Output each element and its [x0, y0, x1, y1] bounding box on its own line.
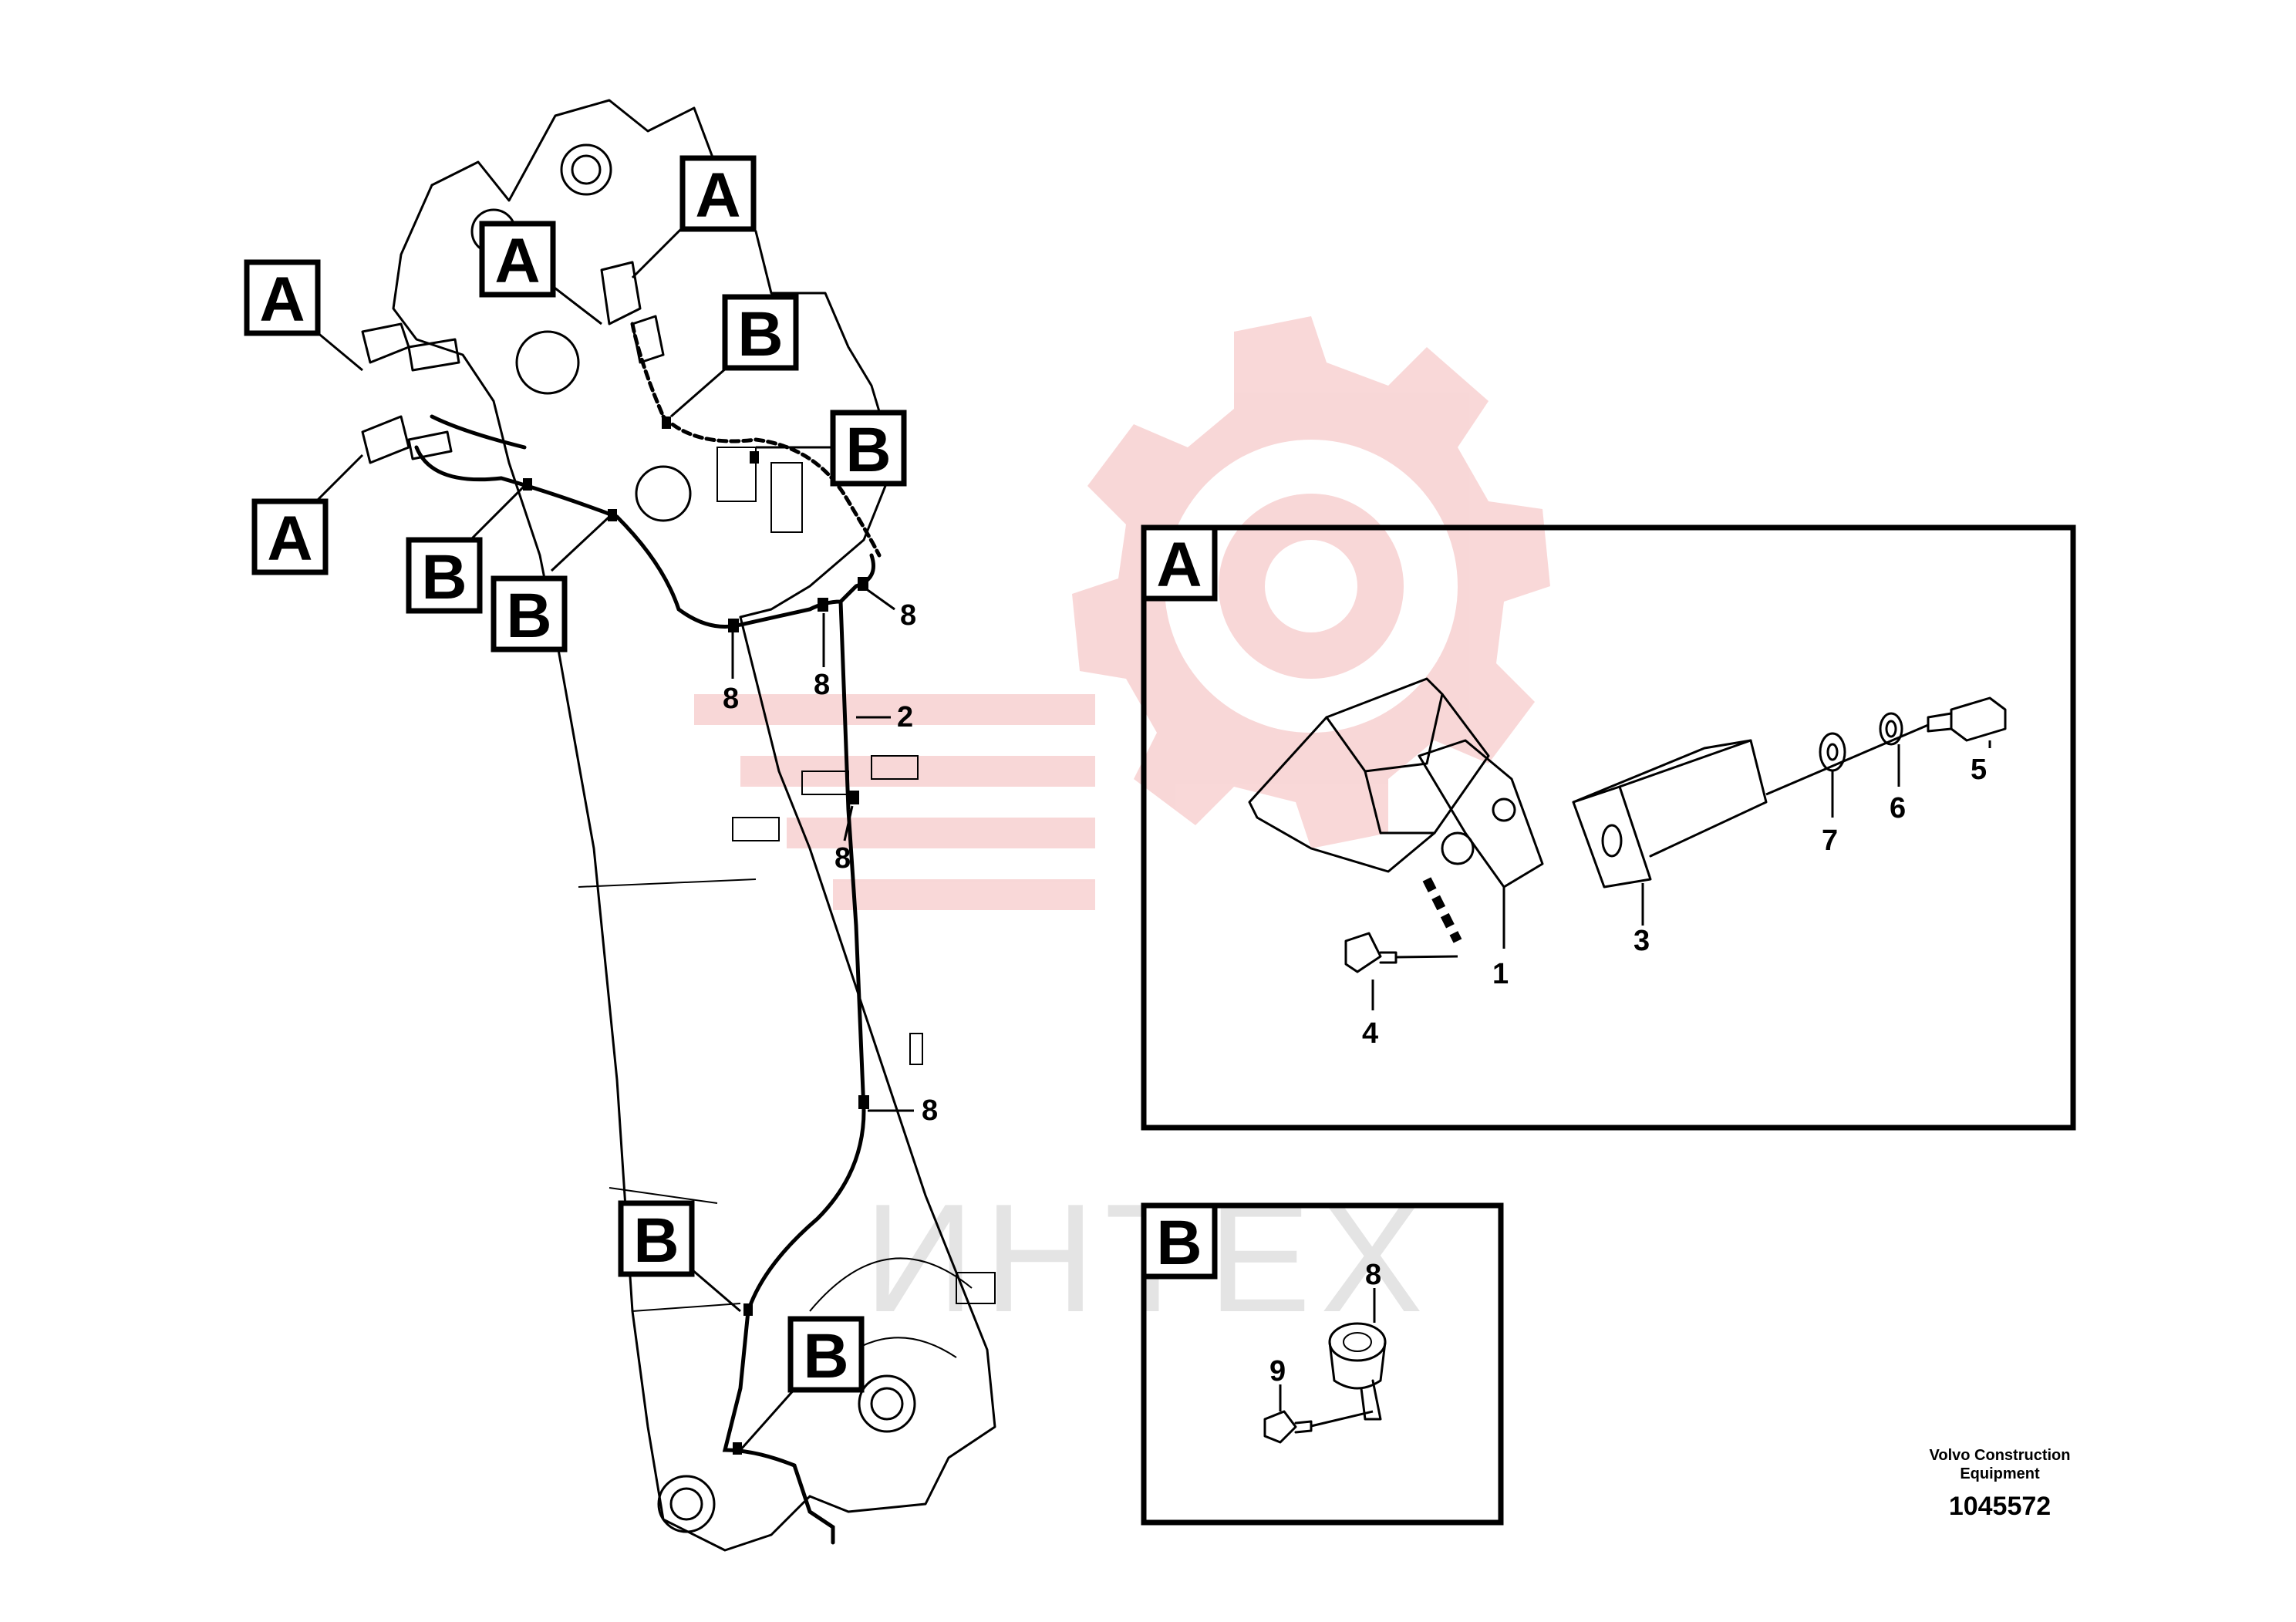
detail-a-label: A: [1156, 530, 1202, 600]
company-name-line1: Volvo Construction: [1930, 1447, 2071, 1464]
callout-a-1: A: [244, 259, 321, 336]
cable-harness: [414, 322, 882, 1545]
detail-b-label-box: B: [1141, 1202, 1218, 1280]
callout-b-4-label: B: [506, 581, 551, 651]
callout-b-1: B: [722, 294, 799, 371]
company-name-line2: Equipment: [1960, 1465, 2040, 1482]
item-number-8-b: 8: [814, 669, 830, 701]
item-number-8-e: 8: [922, 1094, 938, 1127]
detail-a-label-box: A: [1141, 524, 1218, 602]
detail-a-part-3: 3: [1633, 925, 1650, 957]
detail-a-bolt-5: [1927, 696, 2007, 742]
harness-clamps: [523, 416, 869, 1455]
footer-block: Volvo Construction Equipment 1045572: [1930, 1447, 2071, 1521]
detail-a-part-5: 5: [1971, 754, 1987, 786]
drawing-number: 1045572: [1949, 1492, 2051, 1521]
detail-b-clamp-8: [1328, 1322, 1387, 1421]
callout-a-2: A: [251, 498, 329, 575]
callout-a-3: A: [479, 221, 556, 298]
callout-b-6-label: B: [803, 1321, 848, 1391]
item-number-2: 2: [897, 701, 913, 733]
callout-a-3-label: A: [494, 226, 540, 296]
detail-a-panel: A: [1141, 524, 2076, 1131]
boom-outline: [392, 99, 996, 1552]
detail-a-washer-7: [1819, 732, 1846, 772]
detail-b-part-9: 9: [1269, 1355, 1286, 1388]
callout-b-1-label: B: [737, 299, 783, 369]
callout-a-1-label: A: [259, 265, 305, 335]
detail-b-bolt-9: [1263, 1410, 1374, 1444]
detail-a-part-6: 6: [1890, 792, 1906, 824]
detail-a-part-4: 4: [1362, 1017, 1378, 1050]
item-number-8-c: 8: [900, 599, 916, 632]
detail-a-bolt-4: [1344, 932, 1458, 973]
callout-a-4: A: [679, 155, 757, 232]
callout-b-3: B: [406, 537, 483, 614]
callout-b-6: B: [787, 1316, 865, 1393]
detail-a-bracket: [1572, 739, 1768, 889]
callout-b-5: B: [618, 1200, 695, 1277]
callout-a-2-label: A: [267, 504, 312, 574]
detail-a-lockwasher-6: [1879, 712, 1903, 746]
detail-a-part-7: 7: [1822, 824, 1838, 857]
item-number-8-a: 8: [723, 683, 739, 715]
detail-a-part-1: 1: [1492, 958, 1509, 990]
callout-b-3-label: B: [421, 542, 467, 612]
detail-a-sensor-housing: [1248, 677, 1544, 943]
callout-b-2: B: [830, 410, 907, 487]
sensor-assembly-upper: [361, 261, 665, 464]
callout-b-4: B: [491, 575, 568, 653]
detail-b-panel: B 8 9: [1141, 1202, 1504, 1526]
detail-b-part-8: 8: [1365, 1259, 1381, 1291]
callout-b-2-label: B: [845, 415, 891, 485]
detail-b-label: B: [1156, 1208, 1202, 1278]
callout-b-5-label: B: [633, 1206, 679, 1276]
item-number-8-d: 8: [834, 842, 851, 875]
callout-a-4-label: A: [695, 160, 740, 231]
